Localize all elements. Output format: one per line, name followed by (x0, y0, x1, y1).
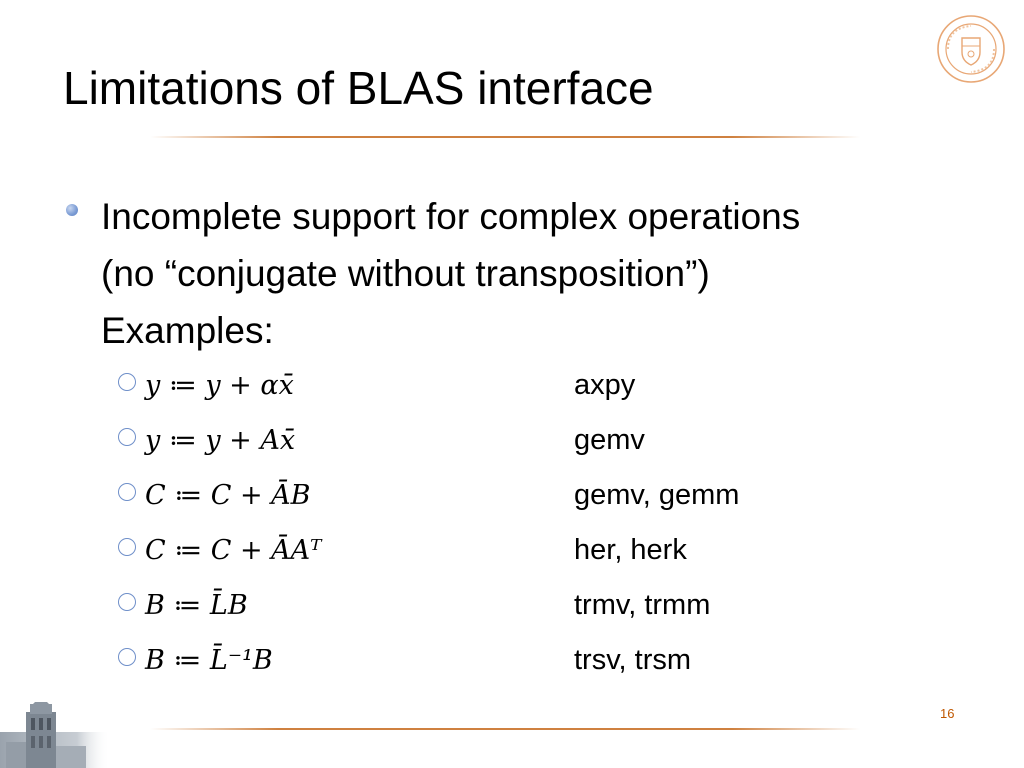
example-routine: her, herk (574, 534, 687, 566)
example-formula: C ≔ C + ĀB (145, 480, 311, 511)
page-number: 16 (940, 706, 955, 721)
bullet-text: Incomplete support for complex operation… (101, 188, 981, 359)
title-divider (150, 136, 860, 138)
example-item: C ≔ C + ĀB gemv, gemm (118, 468, 818, 523)
example-formula: B ≔ L̄⁻¹B (145, 645, 273, 676)
examples-list: y ≔ y + αx̄ axpy y ≔ y + Ax̄ gemv C ≔ C … (118, 358, 818, 688)
example-item: B ≔ L̄⁻¹B trsv, trsm (118, 633, 818, 688)
example-routine: gemv, gemm (574, 479, 740, 511)
bullet-line: Incomplete support for complex operation… (101, 196, 801, 237)
example-item: y ≔ y + Ax̄ gemv (118, 413, 818, 468)
example-formula: y ≔ y + Ax̄ (145, 425, 296, 456)
bullet-circle-icon (118, 593, 136, 611)
bullet-line: Examples: (101, 310, 274, 351)
example-routine: trsv, trsm (574, 644, 692, 676)
example-routine: axpy (574, 369, 636, 401)
example-formula: y ≔ y + αx̄ (145, 370, 294, 401)
example-formula: C ≔ C + ĀAᵀ (145, 535, 322, 566)
bullet-dot-icon (66, 204, 78, 216)
bullet-circle-icon (118, 428, 136, 446)
bullet-line: (no “conjugate without transposition”) (101, 253, 710, 294)
bullet-circle-icon (118, 538, 136, 556)
example-item: y ≔ y + αx̄ axpy (118, 358, 818, 413)
bullet-circle-icon (118, 648, 136, 666)
tower-building-icon (0, 702, 110, 768)
example-routine: gemv (574, 424, 645, 456)
example-item: C ≔ C + ĀAᵀ her, herk (118, 523, 818, 578)
bullet-circle-icon (118, 483, 136, 501)
example-formula: B ≔ L̄B (145, 590, 248, 621)
example-routine: trmv, trmm (574, 589, 711, 621)
example-item: B ≔ L̄B trmv, trmm (118, 578, 818, 633)
university-seal-icon (937, 15, 1005, 83)
footer-divider (150, 728, 860, 730)
slide-title: Limitations of BLAS interface (63, 62, 654, 114)
bullet-circle-icon (118, 373, 136, 391)
